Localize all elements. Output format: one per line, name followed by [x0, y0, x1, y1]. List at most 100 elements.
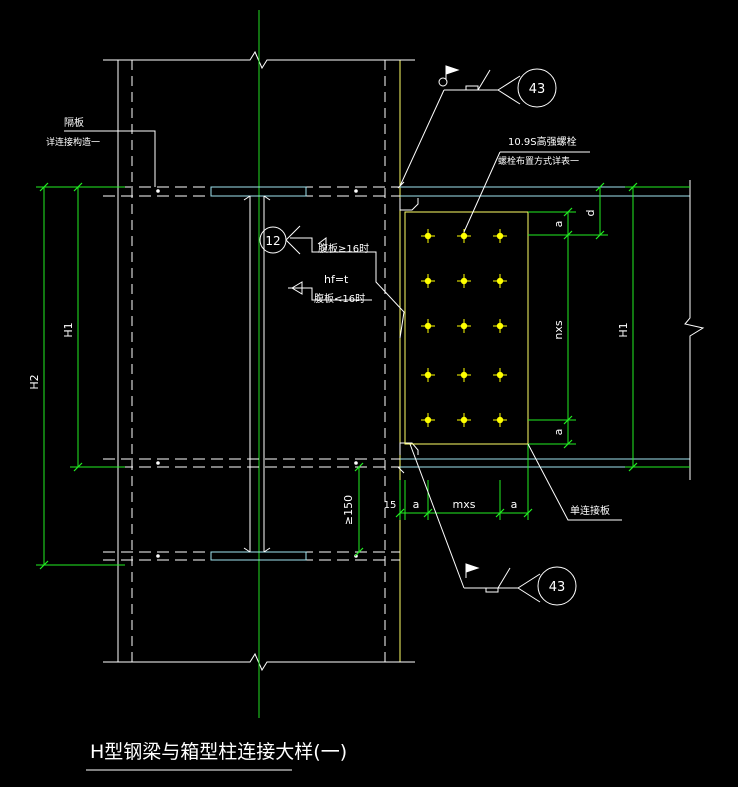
bottom-bevel — [397, 466, 405, 474]
box-column — [103, 50, 415, 672]
bolt-note-label: 螺栓布置方式详表一 — [498, 155, 579, 167]
detail-12-label: 12 — [265, 234, 280, 248]
bolt-dot — [424, 371, 432, 379]
weld-condition-1: 腹板≥16时 — [318, 242, 369, 255]
weld-groove-top — [477, 69, 491, 91]
dim-15: 15 — [384, 500, 397, 511]
tick — [495, 508, 505, 518]
dim-h1-right: H1 — [617, 322, 630, 337]
detail-12-tail — [285, 225, 301, 255]
dimension-lines — [36, 186, 690, 566]
diaphragm-label: 隔板 — [64, 116, 84, 129]
fillet-weld-arrow — [291, 281, 303, 295]
single-plate-label: 单连接板 — [570, 504, 610, 517]
bolt-spec-leader — [463, 151, 590, 233]
wall-dots — [156, 189, 358, 558]
bolt — [493, 413, 507, 427]
weld-groove-bottom — [497, 567, 511, 589]
field-weld-flag-top — [445, 65, 460, 75]
bolt — [457, 319, 471, 333]
bolt-dot — [496, 371, 504, 379]
bolt-dot — [460, 371, 468, 379]
bolt-spec-label: 10.9S高强螺栓 — [508, 135, 577, 148]
weld-symbols — [259, 65, 577, 606]
bolt — [457, 368, 471, 382]
bolt-group — [421, 229, 507, 427]
tick — [354, 462, 364, 472]
detail-43-label-bottom: 43 — [549, 580, 566, 595]
beam-break-line — [684, 180, 705, 480]
tick — [73, 462, 83, 472]
dim-a-bottom: a — [552, 429, 565, 436]
bolt-dot — [424, 277, 432, 285]
dot — [354, 461, 358, 465]
web-fillet-bottom — [243, 547, 271, 553]
tick — [595, 182, 605, 192]
inner-web — [243, 195, 271, 553]
weld-hf: hf=t — [324, 273, 349, 286]
bolt — [421, 413, 435, 427]
bolt-dot — [424, 232, 432, 240]
bolt — [493, 319, 507, 333]
bolt-dot — [460, 277, 468, 285]
bolt — [493, 229, 507, 243]
tick — [563, 230, 573, 240]
bolt — [493, 274, 507, 288]
dim-nxs: nxs — [552, 320, 565, 339]
tick — [395, 508, 405, 518]
bolt-dot — [460, 232, 468, 240]
detail-43-label-top: 43 — [529, 82, 546, 97]
bolt-dot — [460, 322, 468, 330]
tick — [628, 462, 638, 472]
bottom-weld-leader — [409, 443, 465, 589]
tick — [595, 230, 605, 240]
upper-plate — [210, 186, 307, 197]
dim-h2: H2 — [28, 374, 41, 389]
tick — [523, 508, 533, 518]
tail-top — [497, 75, 521, 105]
dot — [156, 189, 160, 193]
bolt-dot — [424, 322, 432, 330]
bolt — [457, 413, 471, 427]
tick — [563, 439, 573, 449]
tick — [423, 508, 433, 518]
detail-43-bubble-bottom — [537, 566, 577, 606]
dot — [354, 189, 358, 193]
detail-43-bubble-top — [517, 68, 557, 108]
tick — [73, 182, 83, 192]
bolt-dot — [496, 416, 504, 424]
dim-h1-left: H1 — [62, 322, 75, 337]
dim-mxs: mxs — [453, 498, 476, 511]
diaphragm-plates — [210, 186, 307, 561]
weld-all-around-top — [438, 77, 448, 87]
dim-a-right: a — [511, 498, 518, 511]
dim-a-left: a — [413, 498, 420, 511]
web-fillet-top — [243, 195, 271, 201]
backing-bar-top — [465, 85, 479, 91]
bolt-dot — [496, 322, 504, 330]
dot — [156, 554, 160, 558]
bolt-dot — [496, 277, 504, 285]
callout-numbers: 43 43 12 — [265, 82, 565, 595]
annotation-text: 隔板 详连接构造一 10.9S高强螺栓 螺栓布置方式详表一 单连接板 腹板≥16… — [46, 116, 610, 517]
tick — [39, 560, 49, 570]
leader-lines — [64, 89, 622, 589]
bolt-dot — [460, 416, 468, 424]
lower-plate — [210, 551, 307, 561]
dimension-ticks — [39, 182, 638, 570]
top-weld-access — [399, 198, 419, 211]
bolt — [421, 274, 435, 288]
bolt — [457, 274, 471, 288]
bolt — [421, 319, 435, 333]
tick — [628, 182, 638, 192]
tick — [39, 182, 49, 192]
diaphragm-note: 详连接构造一 — [46, 136, 100, 148]
tick — [563, 207, 573, 217]
top-weld-leader — [399, 89, 445, 187]
tick — [354, 547, 364, 557]
drawing-title: H型钢梁与箱型柱连接大样(一) — [90, 741, 347, 763]
web-weld-leader — [290, 237, 405, 339]
bolt — [421, 368, 435, 382]
